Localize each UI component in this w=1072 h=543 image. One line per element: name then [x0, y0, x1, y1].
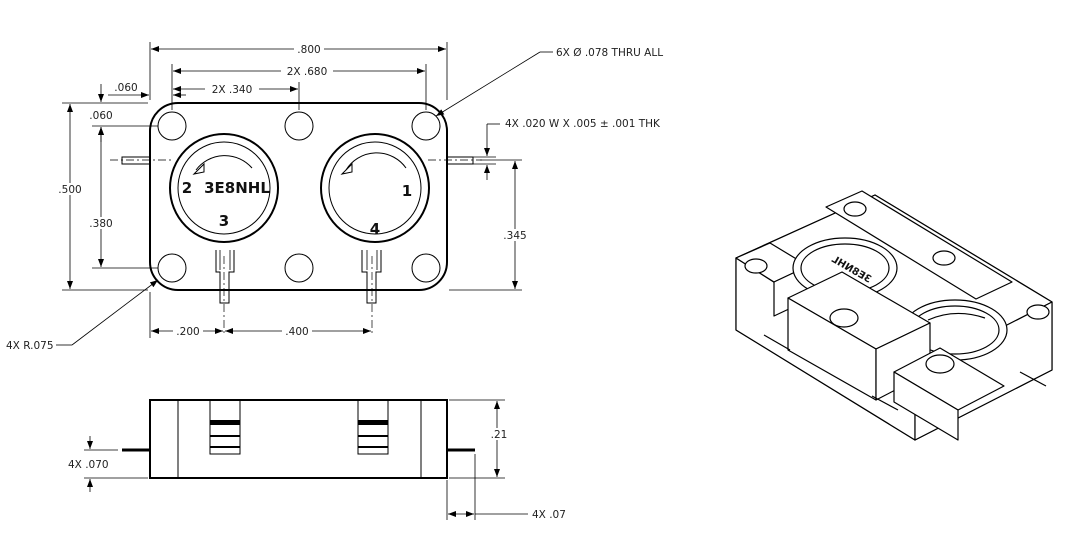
dim-corner-radius: 4X R.075 [6, 340, 54, 352]
port-label-4: 4 [370, 220, 380, 238]
top-view: 3E8NHL 2 3 1 4 [110, 102, 482, 336]
mounting-hole [411, 111, 441, 141]
dim-port-spacing: .400 [285, 326, 308, 338]
mounting-hole [411, 253, 441, 283]
mounting-hole [284, 111, 314, 141]
port-label-1: 1 [402, 182, 412, 200]
isometric-view [735, 190, 1053, 441]
dim-thickness: .21 [491, 429, 508, 441]
side-dimensions: .21 4X .070 4X .07 [68, 399, 566, 521]
mounting-hole [157, 111, 187, 141]
right-disk [320, 133, 430, 243]
dim-overall-height: .500 [58, 184, 81, 196]
dim-port-offset: .200 [176, 326, 199, 338]
dim-edge-offset-x: .060 [114, 82, 137, 94]
left-disk [169, 133, 279, 243]
dim-hole-spacing-y: .380 [89, 218, 112, 230]
dim-holes: 6X Ø .078 THRU ALL [556, 47, 663, 59]
top-dimensions: .800 2X .680 2X .340 .060 .060 .500 .380 [6, 42, 663, 352]
mounting-hole [157, 253, 187, 283]
dim-edge-offset-y: .060 [89, 110, 112, 122]
port-label-3: 3 [219, 212, 229, 230]
dim-center-spacing: 2X .340 [212, 84, 253, 96]
device-marking: 3E8NHL [204, 179, 270, 197]
dim-lead-extension: 4X .07 [532, 509, 566, 521]
mounting-hole [284, 253, 314, 283]
bottom-lead-3 [215, 250, 235, 304]
port-label-2: 2 [182, 179, 192, 197]
dim-port-height: .345 [503, 230, 526, 242]
dim-overall-width: .800 [297, 44, 320, 56]
side-view [122, 399, 475, 479]
body-outline [149, 102, 448, 291]
dim-hole-spacing: 2X .680 [287, 66, 328, 78]
dim-lead-size: 4X .020 W X .005 ± .001 THK [505, 118, 661, 130]
side-lead-left [121, 156, 151, 165]
bottom-lead-4 [361, 250, 382, 304]
side-lead-right [446, 156, 474, 165]
side-body [149, 399, 448, 479]
dim-lead-height: 4X .070 [68, 459, 109, 471]
